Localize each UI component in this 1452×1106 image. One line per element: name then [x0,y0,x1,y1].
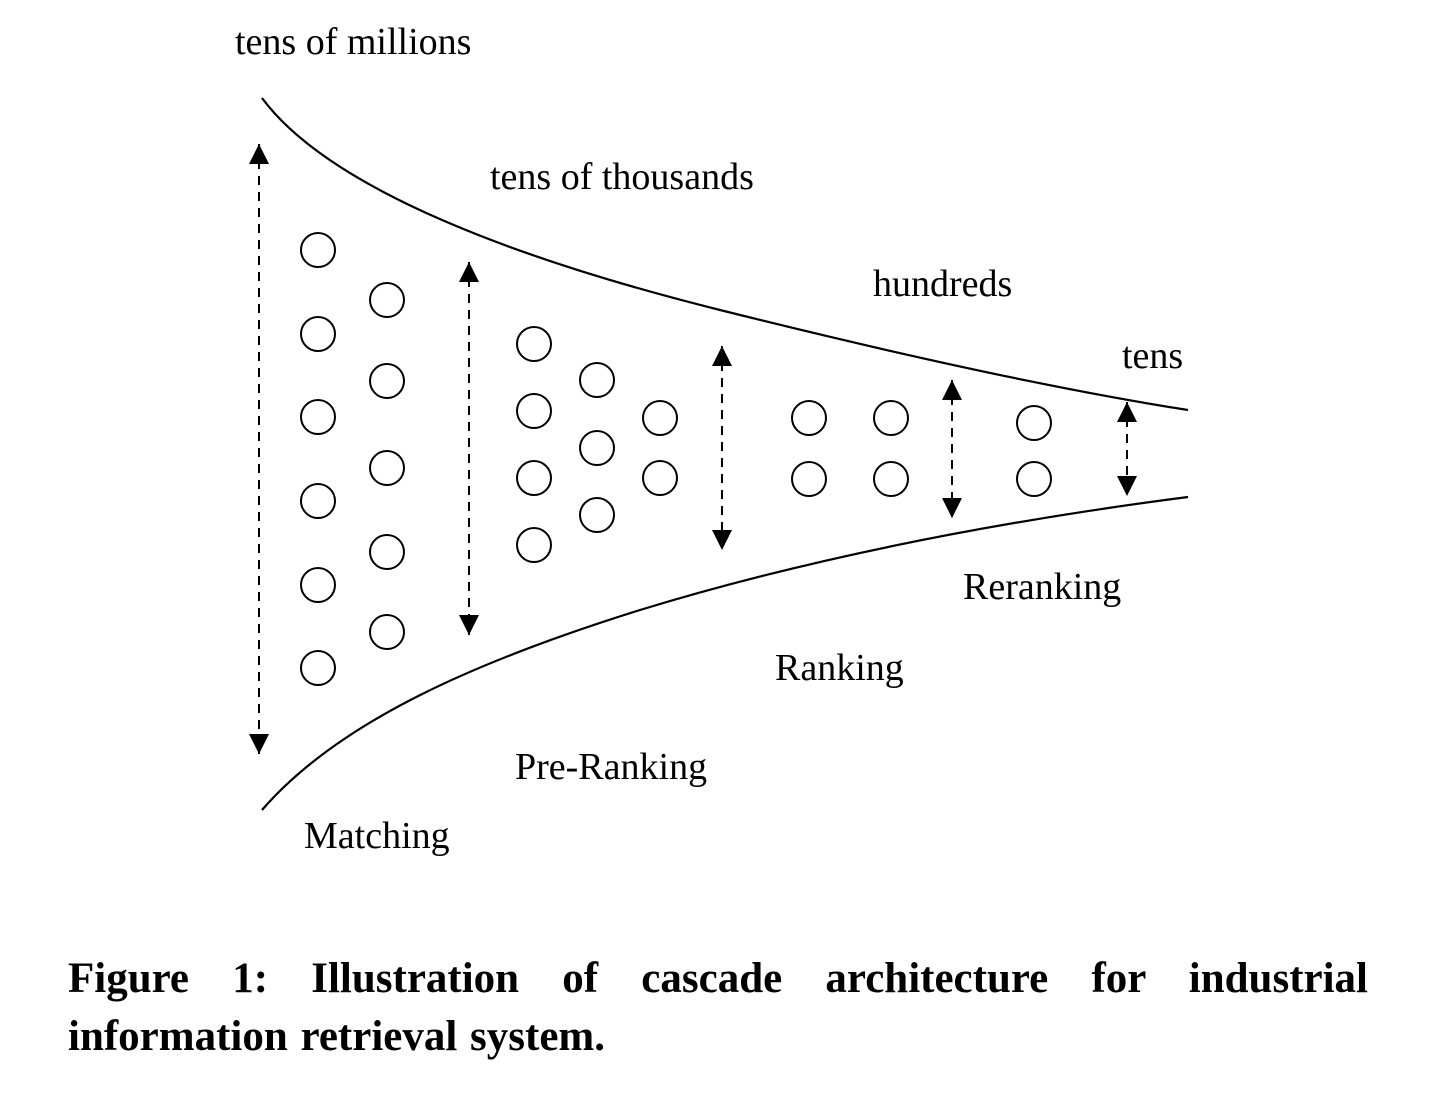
item-circle [516,527,552,563]
item-circle [300,232,336,268]
item-circle [1016,405,1052,441]
item-circle [300,483,336,519]
count-label-tens-of-thousands: tens of thousands [490,156,754,198]
item-circle [579,430,615,466]
item-circle [516,460,552,496]
item-circle [791,400,827,436]
ranking-items [791,400,909,497]
reranking-items [1016,405,1052,497]
stage-label-reranking: Reranking [963,566,1121,608]
item-circle [642,400,678,436]
funnel-bottom-curve [261,495,1189,811]
item-circle [369,363,405,399]
pre-ranking-items [516,326,678,563]
item-circle [1016,461,1052,497]
item-circle [873,461,909,497]
item-circle [369,534,405,570]
item-circle [300,567,336,603]
item-circle [369,450,405,486]
item-circle [300,399,336,435]
item-circle [300,650,336,686]
item-circle [642,460,678,496]
count-label-tens-of-millions: tens of millions [235,21,471,63]
stage-label-matching: Matching [304,815,450,857]
item-circle [516,393,552,429]
stage-label-ranking: Ranking [775,647,904,689]
item-circle [579,497,615,533]
figure-caption: Figure 1: Illustration of cascade archit… [68,955,1368,1060]
item-circle [516,326,552,362]
matching-items [300,232,405,686]
count-label-tens: tens [1122,335,1183,377]
item-circle [369,282,405,318]
item-circle [369,614,405,650]
item-circle [579,362,615,398]
item-circle [873,400,909,436]
item-circle [791,461,827,497]
stage-label-pre-ranking: Pre-Ranking [515,746,707,788]
count-label-hundreds: hundreds [873,263,1012,305]
funnel-top-curve [261,97,1189,412]
item-circle [300,316,336,352]
